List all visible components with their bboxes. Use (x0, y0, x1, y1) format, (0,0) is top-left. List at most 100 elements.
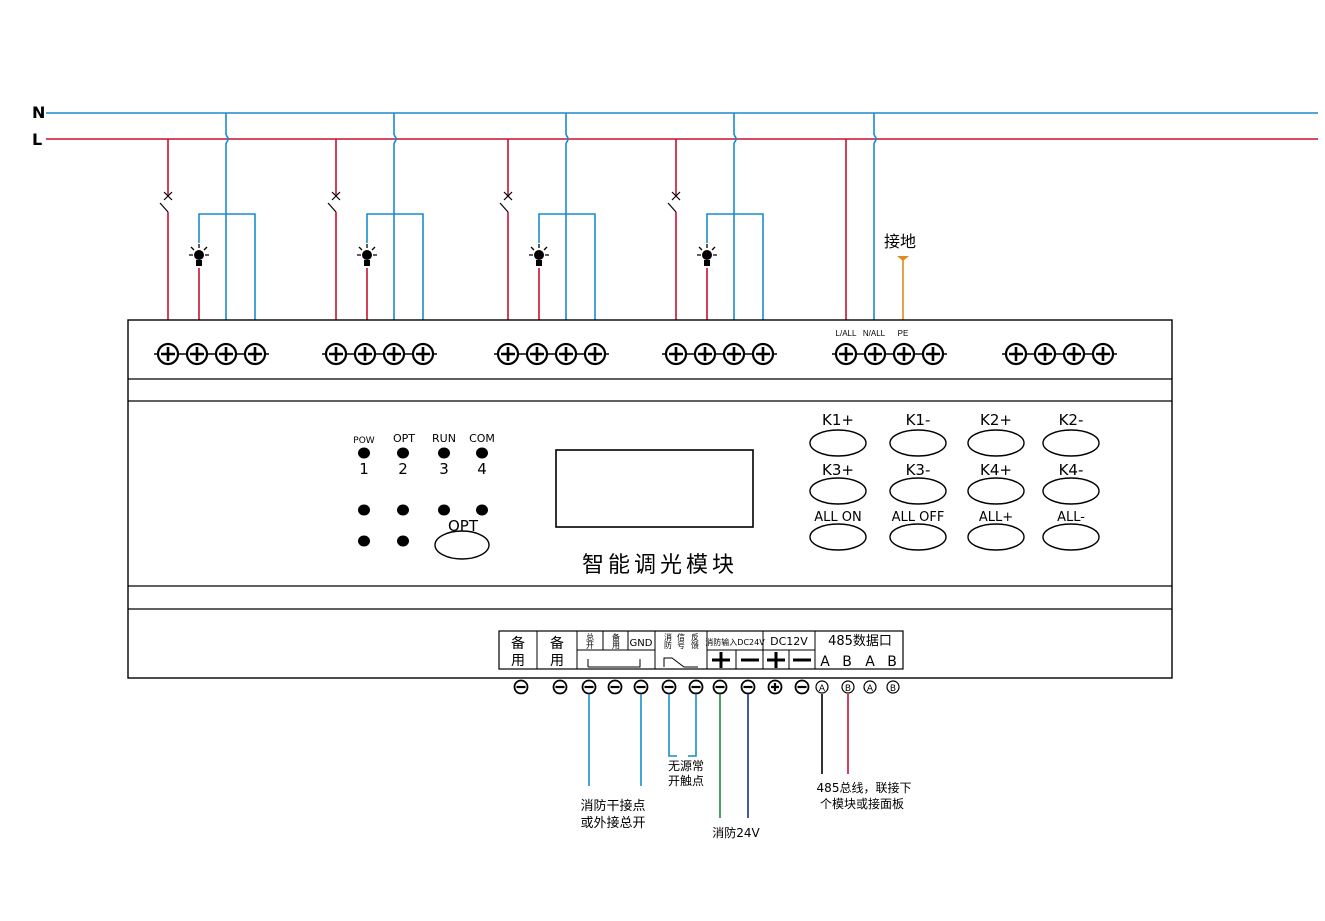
led-number-4: 4 (477, 460, 487, 478)
bottom-screw[interactable] (661, 679, 677, 695)
term-label-pe: PE (898, 329, 909, 338)
bottom-screw[interactable] (513, 679, 529, 695)
terminal-block-5 (832, 342, 947, 366)
screw-terminal[interactable] (1004, 342, 1028, 366)
bottom-screw[interactable] (740, 679, 756, 695)
screw-terminal[interactable] (525, 342, 549, 366)
screw-terminal[interactable] (243, 342, 267, 366)
bottom-screw[interactable] (633, 679, 649, 695)
key-all-minus[interactable]: ALL- (1042, 510, 1100, 551)
channel-wiring: L1/INL1/OUTN1/INN1/OUTL2/INL2/OUTN2/INN2… (158, 113, 778, 338)
note-bus485-1: 485总线，联接下 (817, 780, 912, 795)
led-indicator (438, 504, 450, 516)
screw-terminal[interactable] (554, 342, 578, 366)
key-all-off[interactable]: ALL OFF (889, 510, 947, 551)
bottom-terminal-table: 备 用 备 用 总 开 备 用 GND 消 防 信 号 反 馈 消防输入DC24… (498, 630, 904, 670)
key-label: K1- (906, 411, 931, 429)
bottom-screw[interactable] (767, 679, 783, 695)
rs485-b1: B (842, 654, 852, 670)
key-label: K4+ (980, 461, 1012, 479)
terminal-block-3 (494, 342, 609, 366)
screw-terminal[interactable] (496, 342, 520, 366)
screw-terminal[interactable] (863, 342, 887, 366)
fire-signal-2: 防 (664, 640, 672, 650)
led-panel: POW OPT RUN COM 1 2 3 4 (353, 432, 495, 547)
led-label-run: RUN (432, 432, 456, 445)
bottom-screw[interactable] (794, 679, 810, 695)
module-title: 智能调光模块 (582, 553, 738, 578)
screw-terminal[interactable] (324, 342, 348, 366)
spare2-bottom: 用 (550, 653, 564, 669)
beiyong-bottom: 用 (612, 641, 620, 650)
key-k4-minus[interactable]: K4- (1042, 461, 1100, 505)
note-bus485-2: 个模块或接面板 (820, 796, 904, 811)
switch-symbol (587, 659, 641, 668)
screw-terminal[interactable] (382, 342, 406, 366)
bottom-wires (588, 694, 849, 818)
screw-terminal[interactable] (353, 342, 377, 366)
key-label: K4- (1059, 461, 1084, 479)
fire-input-label: 消防输入DC24V (705, 637, 765, 647)
breaker-icon (503, 191, 513, 201)
key-label: K2+ (980, 411, 1012, 429)
screw-terminal[interactable] (693, 342, 717, 366)
key-k1-minus[interactable]: K1- (889, 411, 947, 457)
spare1-top: 备 (511, 635, 525, 652)
screw-terminal[interactable] (1062, 342, 1086, 366)
screw-terminal[interactable] (664, 342, 688, 366)
opt-button[interactable]: OPT (434, 517, 490, 560)
rs485-screw[interactable]: A (863, 680, 877, 694)
rs485-screw[interactable]: B (886, 680, 900, 694)
screw-terminal[interactable] (722, 342, 746, 366)
rs485-screw[interactable]: A (815, 680, 829, 694)
gnd-label: GND (630, 638, 653, 649)
led-indicator (438, 447, 450, 459)
key-k2-minus[interactable]: K2- (1042, 411, 1100, 457)
screw-terminal[interactable] (185, 342, 209, 366)
rs485-a2: A (865, 654, 875, 670)
screw-terminal[interactable] (156, 342, 180, 366)
rs485-screw[interactable]: B (841, 680, 855, 694)
opt-button-label: OPT (448, 517, 479, 535)
key-k2-plus[interactable]: K2+ (967, 411, 1025, 457)
key-all-plus[interactable]: ALL+ (967, 510, 1025, 551)
bottom-screw[interactable] (712, 679, 728, 695)
svg-text:B: B (845, 684, 851, 694)
screw-terminal[interactable] (411, 342, 435, 366)
led-indicator (397, 504, 409, 516)
key-k4-plus[interactable]: K4+ (967, 461, 1025, 505)
led-indicator (358, 504, 370, 516)
screw-terminal[interactable] (921, 342, 945, 366)
screw-terminal[interactable] (751, 342, 775, 366)
led-number-3: 3 (439, 460, 449, 478)
fire-signal-4: 号 (677, 641, 685, 650)
led-indicator (397, 535, 409, 547)
terminal-block-1 (154, 342, 269, 366)
terminal-block-6 (1002, 342, 1117, 366)
key-label: K1+ (822, 411, 854, 429)
key-k1-plus[interactable]: K1+ (809, 411, 867, 457)
screw-terminal[interactable] (1091, 342, 1115, 366)
screw-terminal[interactable] (1033, 342, 1057, 366)
key-k3-minus[interactable]: K3- (889, 461, 947, 505)
key-all-on[interactable]: ALL ON (809, 510, 867, 551)
screw-terminal[interactable] (583, 342, 607, 366)
key-k3-plus[interactable]: K3+ (809, 461, 867, 505)
screw-terminal[interactable] (214, 342, 238, 366)
bottom-screw[interactable] (581, 679, 597, 695)
svg-text:A: A (867, 684, 874, 694)
led-indicator (397, 447, 409, 459)
screw-terminal[interactable] (892, 342, 916, 366)
screw-terminal[interactable] (834, 342, 858, 366)
bottom-screw[interactable] (607, 679, 623, 695)
channel-4: L4/INL4/OUTN4/INN4/OUT (666, 113, 778, 338)
bottom-screw[interactable] (688, 679, 704, 695)
key-label: K2- (1059, 411, 1084, 429)
breaker-icon (671, 191, 681, 201)
zongkai-bottom: 开 (586, 641, 594, 650)
bottom-screw[interactable] (552, 679, 568, 695)
key-label: ALL OFF (892, 510, 945, 525)
led-indicator (476, 504, 488, 516)
key-label: ALL- (1057, 510, 1085, 525)
